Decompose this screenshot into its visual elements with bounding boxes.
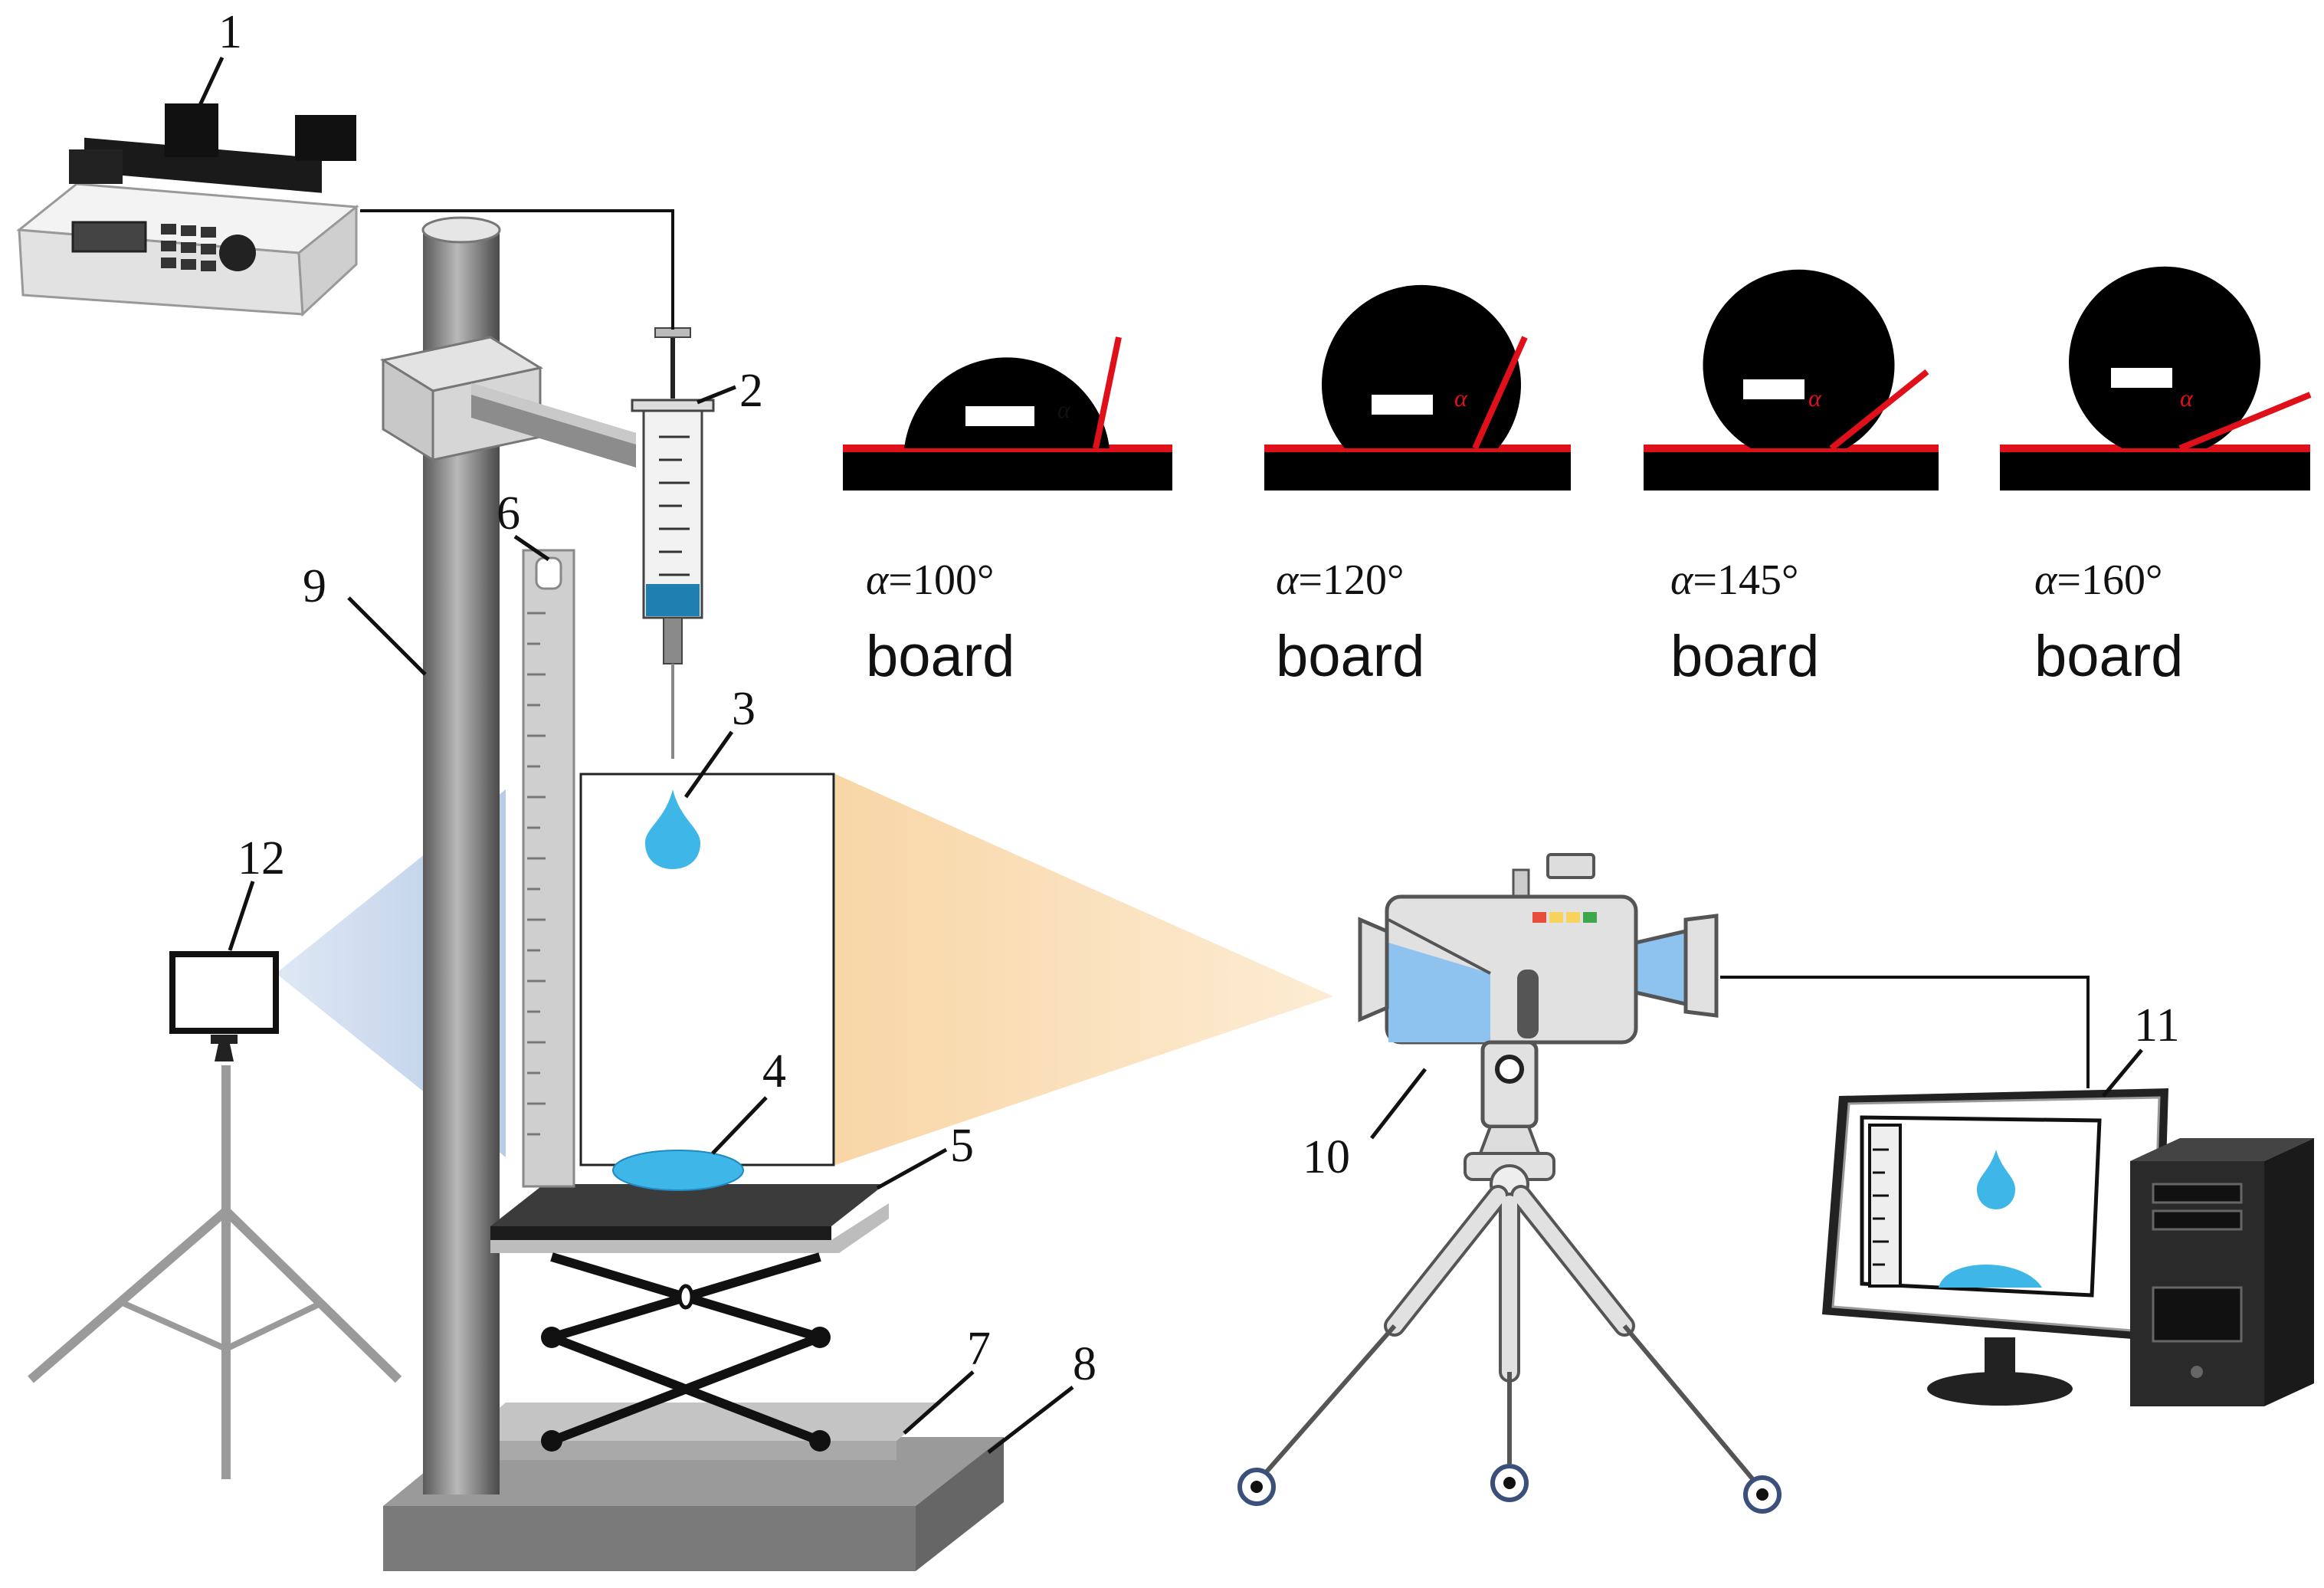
callout-10: 10 bbox=[1303, 1131, 1350, 1183]
leader-9 bbox=[347, 596, 427, 676]
angle-label-2: α=120° bbox=[1276, 556, 1404, 604]
leader-11 bbox=[2102, 1048, 2143, 1097]
callout-9: 9 bbox=[303, 560, 326, 612]
callout-2: 2 bbox=[739, 365, 763, 417]
callout-1: 1 bbox=[218, 6, 242, 58]
leader-3 bbox=[683, 730, 734, 799]
tripod-left-icon bbox=[28, 1065, 402, 1479]
angle-label-1: α=100° bbox=[866, 556, 994, 604]
leader-5 bbox=[876, 1147, 948, 1190]
computer-tower-icon bbox=[2130, 1138, 2314, 1406]
board-label-2: board bbox=[1276, 624, 1424, 689]
camera-cable bbox=[1720, 976, 2090, 1088]
svg-text:α: α bbox=[2180, 384, 2194, 412]
lift-table-icon bbox=[490, 1184, 889, 1452]
white-backdrop bbox=[579, 773, 835, 1166]
callout-11: 11 bbox=[2134, 999, 2180, 1052]
leader-2 bbox=[697, 385, 736, 405]
contact-angle-panel-2: α bbox=[1264, 284, 1571, 491]
camera-icon bbox=[1358, 853, 1719, 1045]
computer-monitor-icon bbox=[1822, 1088, 2168, 1406]
tangent-line bbox=[2178, 392, 2312, 451]
tangent-line bbox=[1472, 336, 1528, 450]
board-label-3: board bbox=[1670, 624, 1819, 689]
pole-clamp bbox=[380, 336, 636, 468]
callout-4: 4 bbox=[762, 1045, 786, 1097]
syringe-icon bbox=[631, 327, 715, 759]
callout-5: 5 bbox=[950, 1120, 974, 1172]
leader-1 bbox=[193, 56, 225, 116]
leader-4 bbox=[711, 1096, 768, 1155]
callout-8: 8 bbox=[1073, 1338, 1096, 1390]
contact-angle-panel-1: α bbox=[843, 336, 1172, 491]
leader-6 bbox=[513, 534, 550, 562]
callout-3: 3 bbox=[732, 683, 756, 735]
tangent-line bbox=[1093, 336, 1122, 449]
svg-text:α: α bbox=[1454, 384, 1468, 412]
syringe-pump-icon bbox=[16, 103, 359, 317]
tripod-icon bbox=[1237, 1040, 1782, 1514]
callout-6: 6 bbox=[497, 487, 520, 540]
lift-base-plate bbox=[460, 1403, 942, 1441]
leader-10 bbox=[1370, 1068, 1427, 1140]
contact-angle-panel-4: α bbox=[2000, 266, 2312, 491]
stand-base bbox=[383, 1403, 1004, 1571]
falling-droplet bbox=[645, 789, 700, 869]
leader-12 bbox=[228, 881, 255, 951]
svg-text:α: α bbox=[1808, 384, 1822, 412]
contact-angle-panel-3: α bbox=[1644, 269, 1939, 491]
light-source-icon bbox=[169, 951, 279, 1061]
board-label-1: board bbox=[866, 624, 1014, 689]
angle-label-3: α=145° bbox=[1670, 556, 1798, 604]
pump-tube bbox=[360, 209, 674, 330]
leader-7 bbox=[903, 1370, 975, 1435]
callout-7: 7 bbox=[967, 1323, 991, 1375]
ruler-icon bbox=[522, 549, 575, 1188]
leader-8 bbox=[987, 1386, 1074, 1454]
svg-text:α: α bbox=[1057, 395, 1071, 423]
callout-12: 12 bbox=[238, 832, 285, 884]
light-beam-right bbox=[835, 774, 1333, 1165]
board-label-4: board bbox=[2034, 624, 2183, 689]
sessile-droplet bbox=[612, 1150, 744, 1191]
tangent-line bbox=[1829, 369, 1929, 451]
angle-label-4: α=160° bbox=[2034, 556, 2162, 604]
